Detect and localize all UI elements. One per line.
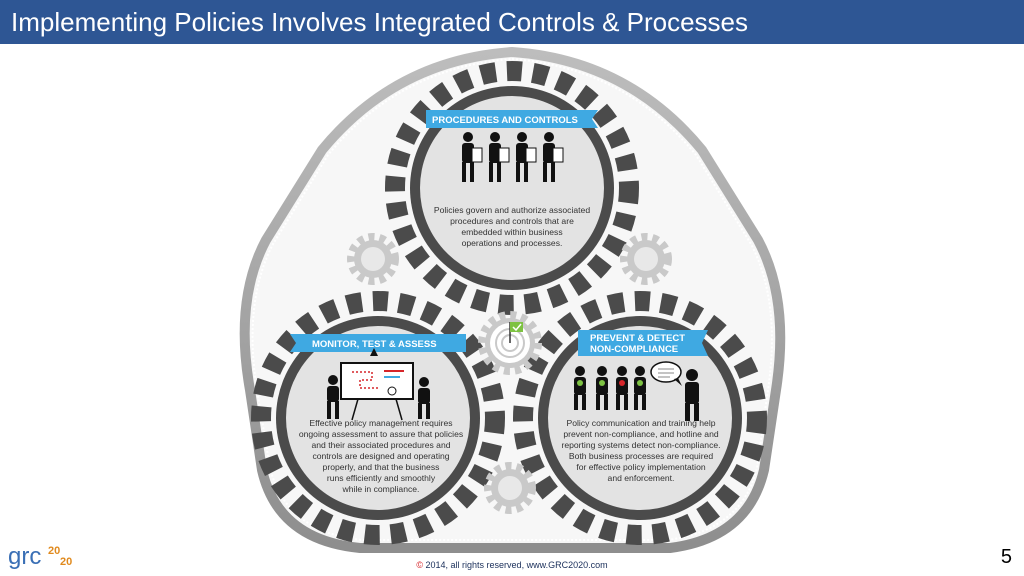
desc-monitor-line: Effective policy management requires: [309, 418, 452, 428]
desc-procedures-line: operations and processes.: [462, 238, 563, 248]
banner-procedures: PROCEDURES AND CONTROLS: [426, 110, 598, 128]
gear-prevent: [513, 291, 767, 545]
desc-procedures: Policies govern and authorize associated…: [434, 205, 590, 248]
title-bar: [0, 0, 1024, 44]
banner-prevent-label-2: NON-COMPLIANCE: [590, 344, 678, 355]
desc-procedures-line: procedures and controls that are: [450, 216, 574, 226]
people-holding-documents-icon: [462, 132, 564, 182]
desc-prevent-line: for effective policy implementation: [576, 462, 706, 472]
banner-prevent-label-1: PREVENT & DETECT: [590, 333, 685, 344]
desc-prevent-line: prevent non-compliance, and hotline and: [563, 429, 718, 439]
logo-text-super: 20: [48, 545, 60, 557]
banner-procedures-label: PROCEDURES AND CONTROLS: [432, 115, 578, 126]
desc-monitor-line: controls are designed and operating: [312, 451, 449, 461]
page-number: 5: [1000, 546, 1012, 568]
compliance-team-icon: [574, 361, 699, 421]
banner-prevent: PREVENT & DETECT NON-COMPLIANCE: [578, 330, 708, 356]
desc-monitor-line: runs efficiently and smoothly: [327, 473, 436, 483]
slide-title: Implementing Policies Involves Integrate…: [11, 7, 749, 37]
gear-procedures: [385, 61, 639, 315]
desc-procedures-line: Policies govern and authorize associated: [434, 205, 590, 215]
grc2020-logo: grc 20 20: [8, 543, 72, 570]
copyright-text: 2014, all rights reserved, www.GRC2020.c…: [423, 560, 608, 570]
copyright-footer: © 2014, all rights reserved, www.GRC2020…: [0, 560, 1024, 570]
logo-text-main: grc: [8, 543, 41, 570]
desc-prevent: Policy communication and training help p…: [561, 418, 720, 483]
banner-monitor: MONITOR, TEST & ASSESS: [290, 334, 466, 352]
desc-monitor-line: and their associated procedures and: [311, 440, 450, 450]
copyright-symbol: ©: [416, 560, 424, 570]
desc-prevent-line: Policy communication and training help: [566, 418, 715, 428]
whiteboard-presentation-icon: [327, 348, 430, 421]
small-gear-right: [620, 233, 672, 285]
desc-prevent-line: reporting systems detect non-compliance.: [561, 440, 720, 450]
desc-monitor-line: properly, and that the business: [323, 462, 440, 472]
desc-monitor-line: ongoing assessment to assure that polici…: [299, 429, 463, 439]
desc-prevent-line: Both business processes are required: [569, 451, 713, 461]
desc-monitor-line: while in compliance.: [342, 484, 420, 494]
desc-prevent-line: and enforcement.: [608, 473, 675, 483]
small-gear-bottom: [484, 462, 536, 514]
desc-monitor: Effective policy management requires ong…: [299, 418, 463, 494]
desc-procedures-line: embedded within business: [461, 227, 562, 237]
banner-monitor-label: MONITOR, TEST & ASSESS: [312, 339, 437, 350]
target-flag-icon: [478, 311, 542, 375]
gear-monitor: [251, 291, 505, 545]
small-gear-left: [347, 233, 399, 285]
logo-text-sub: 20: [60, 556, 72, 568]
